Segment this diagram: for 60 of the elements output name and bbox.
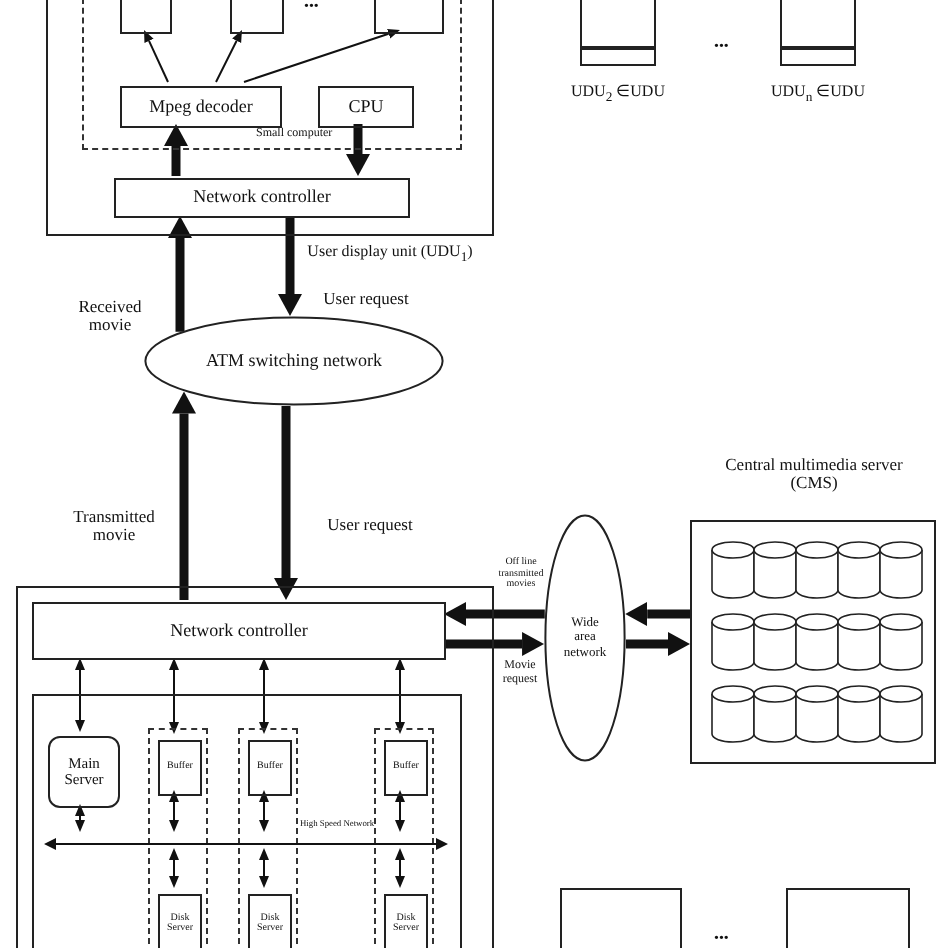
arrow [274, 405, 298, 600]
terminal-drawing [580, 0, 656, 66]
arrow [169, 848, 179, 888]
network-ellipse [144, 316, 444, 406]
box [786, 888, 910, 948]
box-label: CPU [348, 97, 384, 117]
dashed-group-box [374, 728, 434, 948]
process-box [114, 178, 410, 218]
arrow [278, 216, 302, 316]
box-label: Network controller [193, 188, 331, 208]
arrow [164, 124, 188, 176]
arrow [395, 658, 405, 734]
terminal-drawing [780, 0, 856, 66]
server-box [48, 736, 120, 808]
arrow [243, 29, 400, 83]
buffer-box [248, 740, 292, 796]
server-box [248, 894, 292, 948]
arrow [444, 632, 545, 656]
arrow [144, 30, 169, 83]
arrow [346, 124, 370, 176]
box-label: Central multimedia server (CMS) [723, 456, 905, 494]
box-label: Network controller [170, 621, 308, 641]
network-ellipse [544, 514, 626, 762]
arrow [172, 391, 196, 600]
arrow [169, 790, 179, 832]
arrow [259, 658, 269, 734]
buffer-box [158, 740, 202, 796]
display-box [120, 0, 172, 34]
box [560, 888, 682, 948]
process-box [318, 86, 414, 128]
arrow [395, 790, 405, 832]
arrow [215, 30, 242, 83]
server-box [384, 894, 428, 948]
server-box [158, 894, 202, 948]
node-label: User display unit (UDU$_{1}$) [305, 244, 475, 266]
server-site-box [16, 586, 494, 948]
dashed-group-box [82, 0, 462, 150]
process-box [120, 86, 282, 128]
server-cluster-box [32, 694, 462, 948]
arrow [169, 658, 179, 734]
dashed-group-box [238, 728, 298, 948]
display-box [230, 0, 284, 34]
arrow [625, 602, 690, 626]
arrow [75, 804, 85, 832]
dashed-group-box [148, 728, 208, 948]
arrow [444, 602, 545, 626]
arrow [168, 216, 192, 332]
arrow [259, 790, 269, 832]
arrow [259, 848, 269, 888]
display-box [374, 0, 444, 34]
box-label: ATM switching network [206, 351, 382, 371]
arrow [75, 658, 85, 732]
arrow [395, 848, 405, 888]
process-box [32, 602, 446, 660]
display-unit-box [46, 0, 494, 236]
arrow [625, 632, 690, 656]
node-label: UDU$_{2}$ ∈UDU [568, 84, 667, 106]
box-label: Mpeg decoder [149, 97, 253, 117]
buffer-box [384, 740, 428, 796]
node-label: UDU$_{n}$ ∈UDU [768, 84, 867, 106]
